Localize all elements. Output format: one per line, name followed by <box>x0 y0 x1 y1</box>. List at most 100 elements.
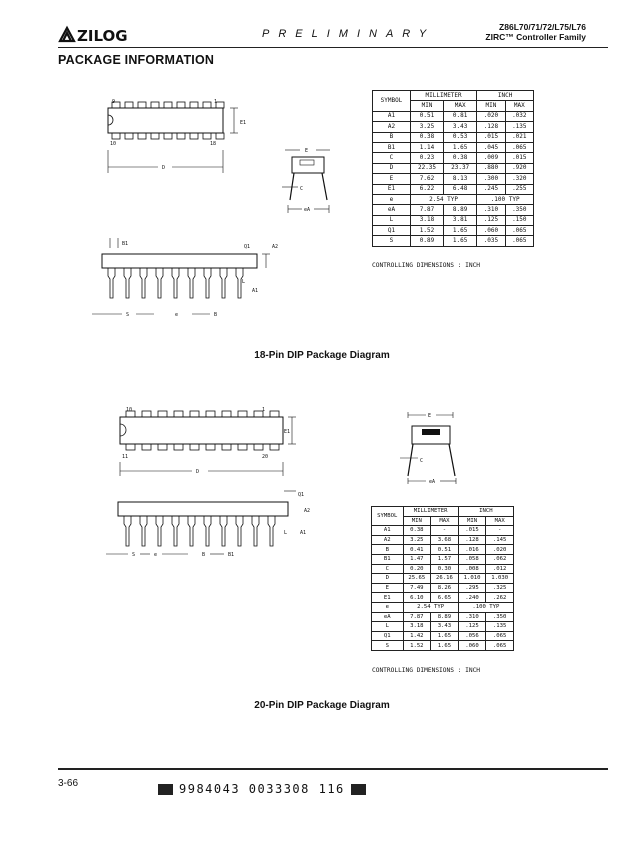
symbol-cell: E <box>372 173 411 185</box>
ea-label: eA <box>304 207 310 213</box>
inch-min-cell: .125 <box>476 214 506 227</box>
symbol-cell: D <box>371 573 404 584</box>
mm-max-cell: 1.65 <box>430 640 459 651</box>
leg <box>155 268 164 299</box>
pin <box>176 101 186 109</box>
pin <box>163 132 173 140</box>
leg <box>155 516 164 547</box>
symbol-cell: E <box>371 582 404 594</box>
inch-max-cell: .150 <box>504 214 535 227</box>
barcode-block-right <box>350 783 366 795</box>
inch-max-cell: .325 <box>485 582 514 594</box>
pin <box>141 443 152 451</box>
mm-min-cell: 25.65 <box>402 573 432 584</box>
in-max-header: MAX <box>504 100 535 112</box>
symbol-cell: A2 <box>372 121 411 133</box>
page-number: 3-66 <box>58 778 79 789</box>
inch-min-cell: .009 <box>476 152 506 164</box>
dip18-side-view: B1 Q1 A2 L A1 S e B <box>92 238 278 318</box>
pin <box>237 443 248 451</box>
symbol-cell: A2 <box>371 534 404 546</box>
inch-max-cell: - <box>485 525 514 536</box>
symbol-cell: C <box>372 152 411 164</box>
symbol-cell: S <box>371 640 404 651</box>
pin <box>150 101 160 109</box>
footer-rule <box>58 768 608 770</box>
c-label: C <box>300 186 303 192</box>
b1-label: B1 <box>228 552 234 558</box>
inch-min-cell: .125 <box>457 621 487 632</box>
in-min-header: MIN <box>476 100 506 112</box>
symbol-cell: eA <box>372 204 411 216</box>
dip18-end-view: E C eA <box>282 148 330 213</box>
inch-min-cell: .295 <box>457 582 487 594</box>
inch-min-cell: .310 <box>457 611 487 623</box>
symbol-cell: E1 <box>371 592 404 603</box>
bottom-pins <box>111 132 225 140</box>
pin <box>150 132 160 140</box>
q1-label: Q1 <box>244 244 250 250</box>
pin18-label: 18 <box>210 141 216 147</box>
dip20-top-view: 10 1 11 20 E1 D <box>119 407 296 476</box>
pin <box>221 410 232 418</box>
mm-max-cell: 3.43 <box>443 121 478 133</box>
inch-header: INCH <box>476 89 534 102</box>
pin <box>189 101 199 109</box>
mm-min-cell: 0.23 <box>409 152 445 164</box>
mm-min-cell: 7.87 <box>402 611 432 623</box>
mm-min-cell: 0.89 <box>409 235 445 247</box>
pin <box>215 132 225 140</box>
mm-min-cell: 1.14 <box>409 141 445 154</box>
mm-min-cell: 0.20 <box>402 563 432 575</box>
inch-min-cell: .300 <box>476 173 506 185</box>
mm-min-cell: 0.38 <box>409 131 445 143</box>
leg <box>267 516 276 547</box>
barcode-text: 9984043 0033308 116 <box>179 782 345 796</box>
pin <box>125 443 136 451</box>
mm-min-cell: 3.18 <box>402 621 432 632</box>
symbol-header: SYMBOL <box>372 90 411 112</box>
family-name: ZIRC™ Controller Family <box>485 32 586 42</box>
inch-min-cell: .880 <box>476 162 506 175</box>
mm-min-cell: 0.51 <box>409 110 445 123</box>
inch-max-cell: .262 <box>485 592 514 603</box>
pin <box>189 443 200 451</box>
pin <box>124 101 134 109</box>
e1-label: E1 <box>284 429 290 435</box>
top-pins <box>125 410 280 418</box>
inch-max-cell: .135 <box>485 621 514 632</box>
leg <box>139 516 148 547</box>
pin <box>157 410 168 418</box>
symbol-cell: Q1 <box>371 630 404 642</box>
mm-max-cell: 6.48 <box>443 183 478 195</box>
inch-min-cell: .035 <box>476 235 506 247</box>
pin <box>237 410 248 418</box>
leg <box>203 268 212 299</box>
inch-min-cell: .015 <box>476 131 506 143</box>
mm-max-header: MAX <box>430 515 459 527</box>
inch-max-cell: .135 <box>504 121 535 133</box>
mm-max-cell: 8.89 <box>443 204 478 216</box>
pin <box>137 101 147 109</box>
leg <box>171 268 180 299</box>
pin <box>141 410 152 418</box>
l-label: L <box>284 530 287 536</box>
mm-min-cell: 6.10 <box>402 592 432 603</box>
dimension-table-20: SYMBOL MILLIMETER INCH MIN MAX MIN MAX A… <box>371 505 515 651</box>
mm-max-cell: 3.81 <box>443 214 478 227</box>
pin <box>205 443 216 451</box>
inch-min-cell: .056 <box>457 630 487 642</box>
mm-typ-cell: 2.54 TYP <box>402 601 459 613</box>
symbol-cell: B1 <box>372 141 411 154</box>
mm-max-cell: 0.30 <box>430 563 459 575</box>
symbol-header: SYMBOL <box>371 505 404 527</box>
pin <box>189 410 200 418</box>
symbol-cell: e <box>371 601 404 613</box>
inch-min-cell: .016 <box>457 544 487 555</box>
inch-max-cell: .020 <box>485 544 514 555</box>
